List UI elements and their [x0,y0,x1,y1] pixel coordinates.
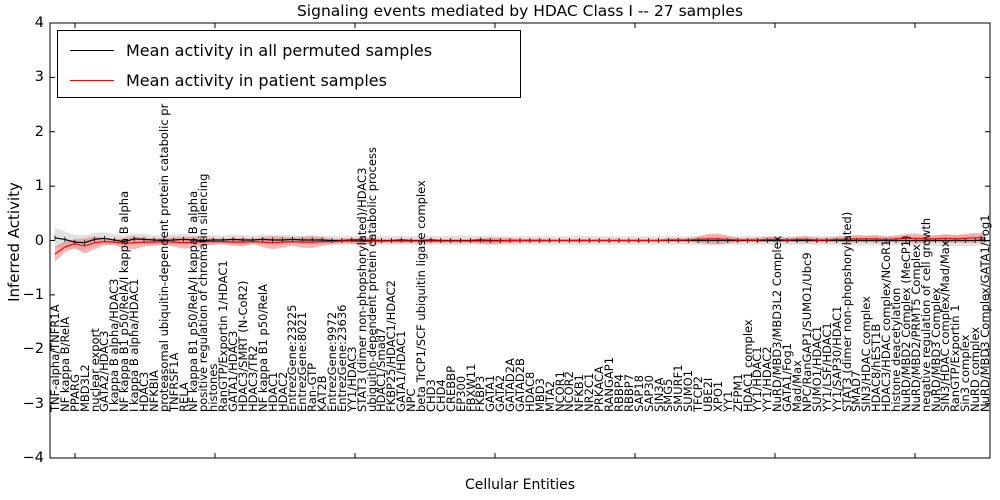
legend-item-permuted: Mean activity in all permuted samples [58,35,432,65]
legend-line-black [70,49,114,51]
x-axis-label: Cellular Entities [464,477,576,493]
legend-label: Mean activity in all permuted samples [126,40,433,60]
mean-line [54,237,986,255]
y-tick-label: −3 [22,395,44,412]
y-tick-label: −2 [22,341,44,358]
chart-title: Signaling events mediated by HDAC Class … [296,2,744,20]
legend-item-patient: Mean activity in patient samples [58,65,387,95]
y-tick-label: −1 [22,286,44,303]
y-tick-label: 4 [34,15,44,31]
y-tick-label: 2 [34,123,44,140]
y-tick-label: 0 [34,232,44,249]
legend-line-red [70,79,114,81]
x-tick-label: NuRD/MBD3 Complex/GATA1/Fog1 [978,214,993,413]
x-tick-label: beta TrCP1/SCF ubiquitin ligase complex [414,180,429,412]
legend: Mean activity in all permuted samples Me… [57,30,521,98]
y-tick-label: 1 [34,178,44,195]
legend-label: Mean activity in patient samples [126,70,387,90]
y-tick-label: −4 [22,450,44,466]
y-tick-label: 3 [34,69,44,86]
